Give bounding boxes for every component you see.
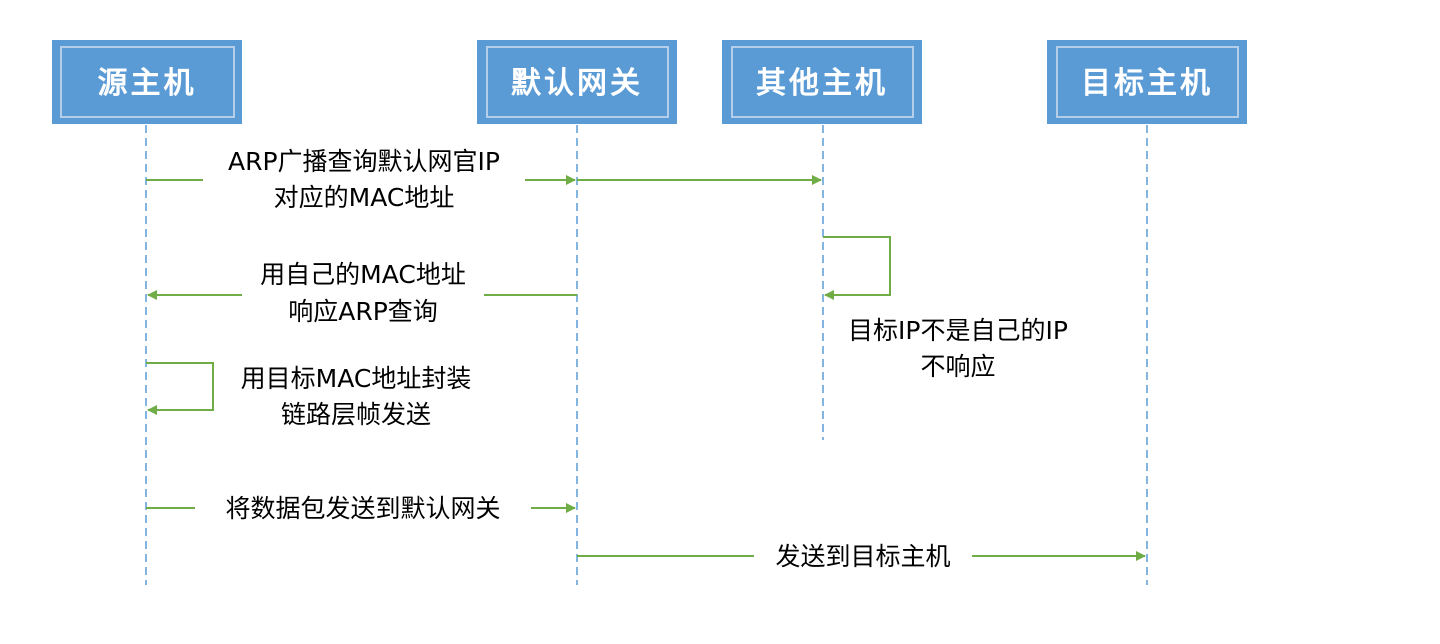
participant-label: 其他主机 bbox=[756, 66, 888, 101]
label-send-to-target: 发送到目标主机 bbox=[775, 542, 950, 571]
label-source-encapsulate-line2: 链路层帧发送 bbox=[281, 400, 431, 429]
participant-target: 目标主机 bbox=[1047, 40, 1247, 124]
participant-gateway: 默认网关 bbox=[477, 40, 677, 124]
label-send-to-gateway: 将数据包发送到默认网关 bbox=[225, 494, 500, 523]
label-arp-broadcast-line2: 对应的MAC地址 bbox=[274, 183, 455, 212]
participant-label: 目标主机 bbox=[1081, 66, 1213, 101]
label-gateway-reply-line1: 用自己的MAC地址 bbox=[260, 260, 466, 289]
label-other-no-reply-line2: 不响应 bbox=[920, 352, 995, 381]
label-source-encapsulate-line1: 用目标MAC地址封装 bbox=[241, 364, 472, 393]
arrow-other-self-loop bbox=[823, 236, 891, 300]
participant-other: 其他主机 bbox=[722, 40, 922, 124]
label-gateway-reply-line2: 响应ARP查询 bbox=[288, 297, 438, 326]
arrow-source-self-loop bbox=[146, 362, 214, 415]
label-other-no-reply-line1: 目标IP不是自己的IP bbox=[848, 316, 1068, 345]
participant-label: 默认网关 bbox=[511, 66, 643, 101]
participant-label: 源主机 bbox=[98, 66, 197, 101]
label-arp-broadcast-line1: ARP广播查询默认网官IP bbox=[228, 147, 500, 176]
participant-source: 源主机 bbox=[52, 40, 242, 124]
